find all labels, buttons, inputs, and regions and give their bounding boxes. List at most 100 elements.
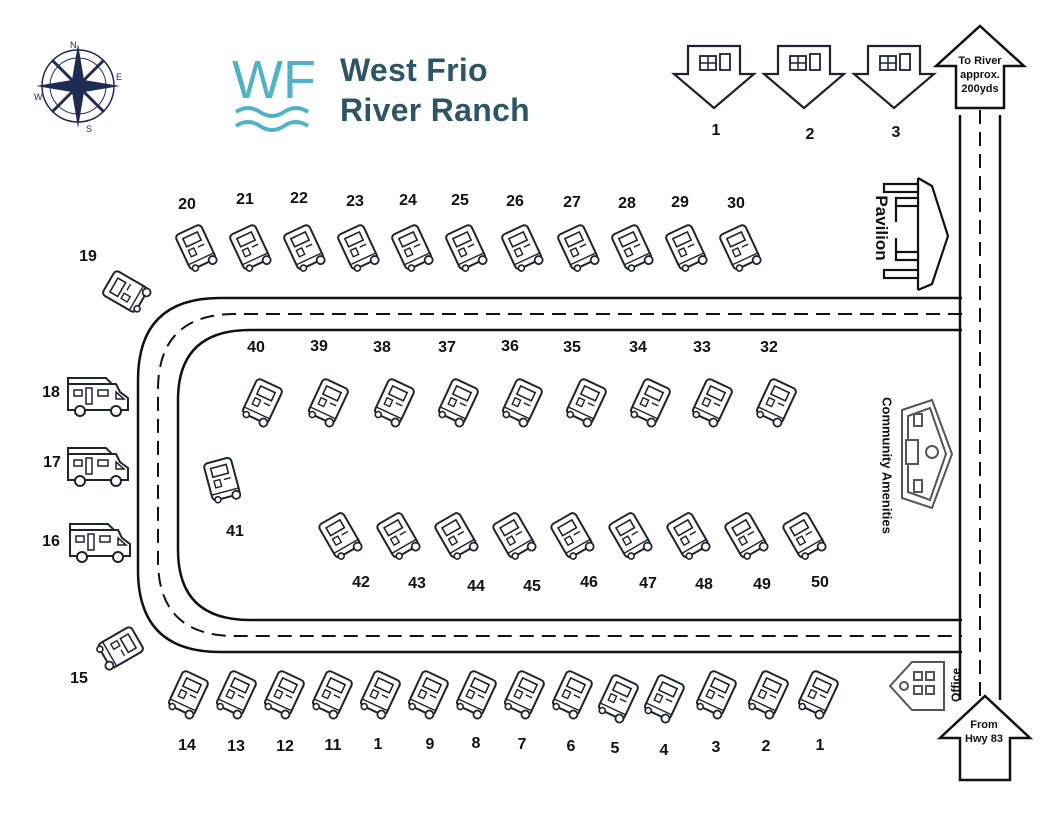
rv-site-12-icon	[261, 668, 307, 721]
rv-site-11-icon	[309, 668, 355, 721]
road-loop	[136, 296, 962, 654]
site-label: 41	[226, 523, 244, 540]
site-label: 49	[753, 576, 771, 593]
from-highway-arrow-icon	[936, 694, 1034, 782]
rv-site-18-icon	[67, 377, 129, 417]
site-label: 15	[70, 670, 88, 687]
rv-site-7-icon	[501, 668, 547, 721]
site-label: 44	[467, 578, 485, 595]
rv-site-46-icon	[548, 510, 597, 564]
rv-site-38-icon	[371, 376, 417, 429]
rv-site-33-icon	[689, 376, 735, 429]
site-label: 42	[352, 574, 370, 591]
compass-n-label: N	[70, 40, 77, 50]
site-label: 3	[711, 739, 721, 756]
community-amenities-label: Community Amenities	[879, 397, 895, 534]
site-label: 11	[324, 737, 342, 754]
site-label: 35	[563, 339, 581, 356]
brand-name-line1: West Frio	[340, 52, 488, 88]
site-label: 29	[671, 194, 689, 211]
rv-site-26-icon	[499, 222, 545, 275]
rv-site-29-icon	[663, 222, 709, 275]
rv-site-3-icon	[693, 668, 739, 721]
from-highway-sign: From Hwy 83	[965, 718, 1003, 746]
site-label: 7	[517, 736, 527, 753]
rv-site-44-icon	[432, 510, 481, 564]
site-label: 8	[471, 735, 481, 752]
site-label: 22	[290, 190, 308, 207]
rv-site-24-icon	[389, 222, 435, 275]
cabin-1-icon	[672, 44, 756, 110]
rv-site-50-icon	[780, 510, 829, 564]
compass-w-label: W	[34, 92, 43, 102]
site-label: 25	[451, 192, 469, 209]
rv-site-45-icon	[490, 510, 539, 564]
cabin-3-icon	[852, 44, 936, 110]
rv-site-19-icon	[100, 268, 154, 317]
site-label: 14	[178, 737, 196, 754]
community-building-icon	[901, 398, 954, 510]
site-label: 19	[79, 248, 97, 265]
rv-site-20-icon	[173, 222, 219, 275]
logo-initials: WF	[232, 50, 316, 110]
site-label: 13	[227, 738, 245, 755]
to-river-arrow-icon	[932, 24, 1028, 110]
rv-site-41-icon	[202, 456, 243, 506]
cabin-label: 3	[891, 124, 901, 141]
site-label: 1	[815, 737, 825, 754]
rv-site-40-icon	[239, 376, 285, 429]
site-label: 27	[563, 194, 581, 211]
site-label: 6	[566, 738, 576, 755]
cabin-label: 2	[805, 126, 815, 143]
rv-site-23-icon	[335, 222, 381, 275]
compass-rose-icon: N E S W	[34, 40, 122, 134]
main-road	[958, 110, 1002, 700]
rv-site-35-icon	[563, 376, 609, 429]
rv-site-27-icon	[555, 222, 601, 275]
rv-site-10-icon	[357, 668, 403, 721]
rv-site-14-icon	[165, 668, 211, 721]
rv-site-4-icon	[641, 672, 687, 725]
site-label: 40	[247, 339, 265, 356]
to-river-line1: To River	[958, 55, 1002, 67]
rv-site-22-icon	[281, 222, 327, 275]
rv-site-28-icon	[609, 222, 655, 275]
rv-site-34-icon	[627, 376, 673, 429]
rv-site-21-icon	[227, 222, 273, 275]
pavilion-label: Pavilion	[872, 195, 891, 261]
site-label: 16	[42, 533, 60, 550]
rv-site-17-icon	[67, 447, 129, 487]
site-label: 50	[811, 574, 829, 591]
compass-s-label: S	[86, 124, 92, 134]
site-label: 30	[727, 195, 745, 212]
site-label: 23	[346, 193, 364, 210]
site-label: 2	[761, 738, 771, 755]
site-label: 37	[438, 339, 456, 356]
rv-site-36-icon	[499, 376, 545, 429]
site-label: 28	[618, 195, 636, 212]
compass-e-label: E	[116, 72, 122, 82]
rv-site-8-icon	[453, 668, 499, 721]
site-label: 24	[399, 192, 417, 209]
from-highway-line1: From	[970, 719, 998, 731]
site-label: 17	[43, 454, 61, 471]
site-label: 18	[42, 384, 60, 401]
rv-site-2-icon	[745, 668, 791, 721]
rv-site-37-icon	[435, 376, 481, 429]
site-label: 43	[408, 575, 426, 592]
site-label: 39	[310, 338, 328, 355]
brand-name-line2: River Ranch	[340, 92, 531, 128]
office-building-icon	[888, 661, 945, 711]
site-label: 46	[580, 574, 598, 591]
site-label: 33	[693, 339, 711, 356]
rv-site-49-icon	[722, 510, 771, 564]
site-label: 32	[760, 339, 778, 356]
rv-site-16-icon	[69, 523, 131, 563]
site-label: 9	[425, 736, 435, 753]
office-label: Office	[949, 668, 963, 703]
rv-site-32-icon	[753, 376, 799, 429]
from-highway-line2: Hwy 83	[965, 733, 1003, 745]
site-label: 26	[506, 193, 524, 210]
rv-site-47-icon	[606, 510, 655, 564]
to-river-line3: 200yds	[961, 83, 999, 95]
